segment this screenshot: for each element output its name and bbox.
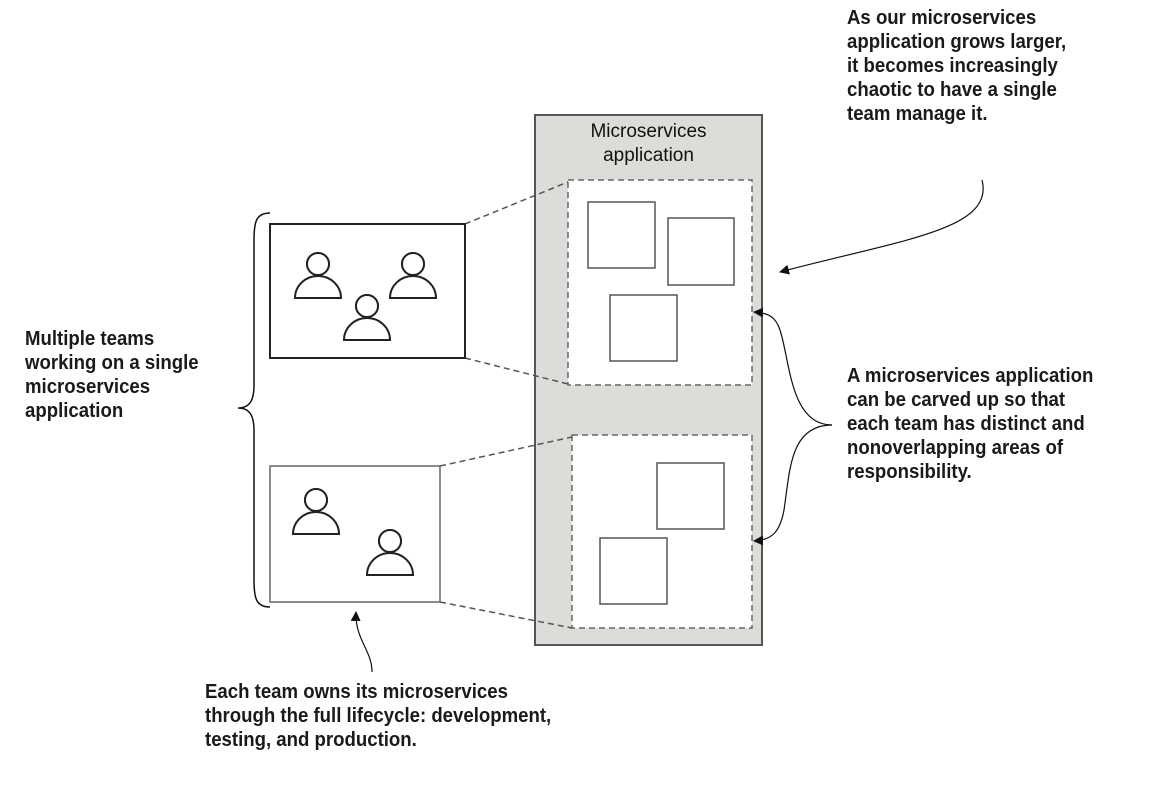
annotation-line: A microservices application [847,365,1094,387]
annotation-line: testing, and production. [205,729,417,751]
annotation-team-ownership: Each team owns its microservices through… [205,680,551,752]
microservice-box [667,217,735,286]
teams-brace [237,212,271,608]
annotation-line: Each team owns its microservices [205,681,508,703]
label-line: Microservices [590,121,707,142]
annotation-line: nonoverlapping areas of [847,437,1064,459]
annotation-line: working on a single [25,352,199,374]
annotation-line: application [25,400,124,422]
arrow-to-team-1-area [753,307,833,426]
annotation-line: responsibility. [847,461,972,483]
connector-lines [439,181,573,629]
annotation-chaos: As our microservices application grows l… [847,6,1066,126]
annotation-line: each team has distinct and [847,413,1085,435]
annotation-line: application grows larger, [847,31,1067,53]
annotation-line: Multiple teams [25,328,155,350]
label-line: application [603,145,694,166]
microservice-box [587,201,656,269]
arrow-to-team-2-box [350,611,373,673]
microservice-box [656,462,725,530]
annotation-line: team manage it. [847,103,988,125]
annotation-line: microservices [25,376,151,398]
annotation-line: As our microservices [847,7,1037,29]
app-container-label: Microservices application [535,120,762,168]
annotation-line: through the full lifecycle: development, [205,705,552,727]
annotation-line: it becomes increasingly [847,55,1058,77]
annotation-line: chaotic to have a single [847,79,1057,101]
arrow-to-container [779,179,984,275]
microservice-box [599,537,668,605]
arrow-to-team-2-area [753,424,833,546]
annotation-multiple-teams: Multiple teams working on a single micro… [25,327,199,423]
annotation-line: can be carved up so that [847,389,1066,411]
microservice-box [609,294,678,362]
annotation-carved-up: A microservices application can be carve… [847,364,1093,484]
